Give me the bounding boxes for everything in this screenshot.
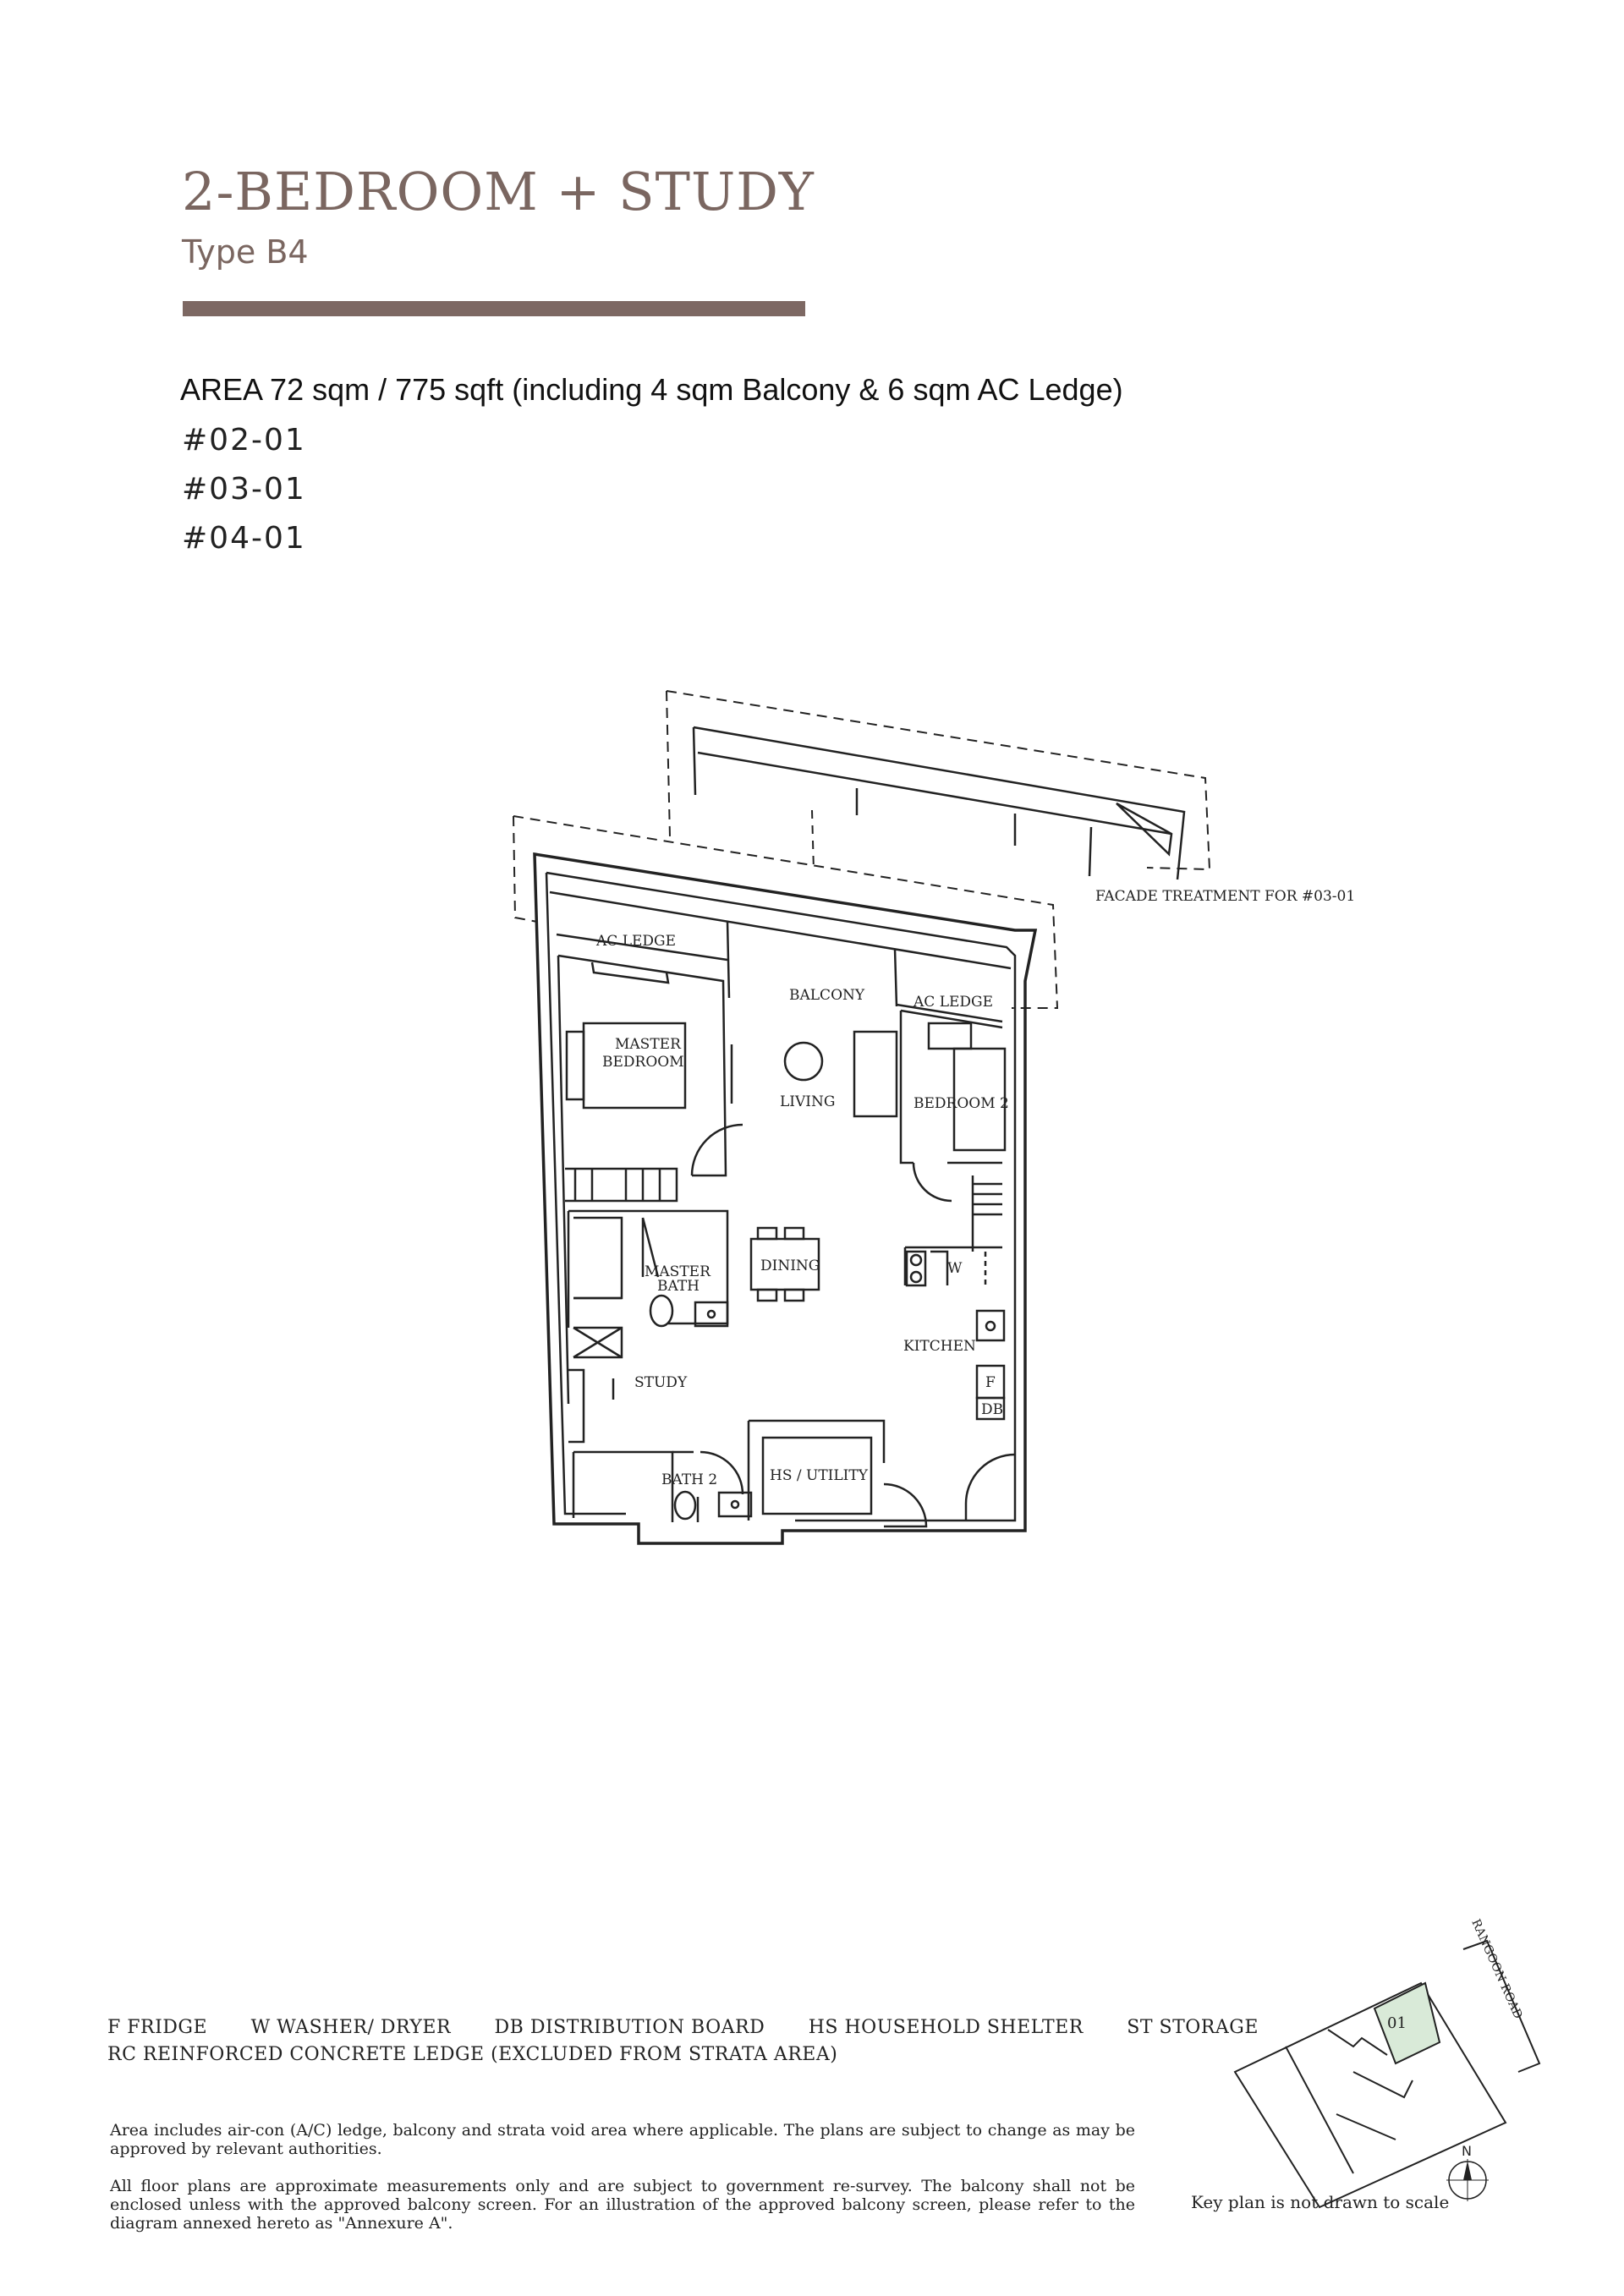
note-area: Area includes air-con (A/C) ledge, balco… bbox=[110, 2121, 1135, 2158]
facade-note: FACADE TREATMENT FOR #03-01 bbox=[1095, 888, 1355, 905]
title-divider bbox=[183, 301, 805, 316]
key-plan: 01 RANGOON ROAD bbox=[1233, 1917, 1541, 2209]
unit-type: Type B4 bbox=[182, 233, 309, 271]
area-summary: AREA 72 sqm / 775 sqft (including 4 sqm … bbox=[180, 372, 1123, 407]
legend-fridge: F FRIDGE bbox=[107, 2017, 208, 2038]
legend-hs: HS HOUSEHOLD SHELTER bbox=[808, 2017, 1084, 2038]
legend-line-2: RC REINFORCED CONCRETE LEDGE (EXCLUDED F… bbox=[107, 2044, 838, 2065]
ac-ledge-right-label: AC LEDGE bbox=[913, 994, 993, 1011]
unit-number-3: #04-01 bbox=[182, 521, 306, 556]
master-bath-label-2: BATH bbox=[657, 1278, 700, 1295]
page-title: 2-BEDROOM + STUDY bbox=[182, 161, 815, 222]
washer-label: W bbox=[947, 1260, 963, 1277]
fridge-label: F bbox=[985, 1374, 996, 1391]
north-label: N bbox=[1462, 2143, 1472, 2159]
kitchen-label: KITCHEN bbox=[903, 1338, 976, 1355]
bath2-label: BATH 2 bbox=[661, 1471, 717, 1488]
master-bath-label-1: MASTER bbox=[645, 1263, 711, 1280]
north-compass-icon: N bbox=[1446, 2143, 1489, 2201]
master-bedroom-label-2: BEDROOM bbox=[602, 1054, 684, 1071]
study-label: STUDY bbox=[634, 1374, 688, 1391]
note-measurements: All floor plans are approximate measurem… bbox=[110, 2177, 1135, 2233]
legend-st: ST STORAGE bbox=[1127, 2017, 1259, 2038]
master-bedroom-label-1: MASTER bbox=[615, 1036, 682, 1053]
dining-label: DINING bbox=[760, 1258, 820, 1274]
road-label: RANGOON ROAD bbox=[1468, 1917, 1524, 2021]
legend-washer: W WASHER/ DRYER bbox=[250, 2017, 452, 2038]
hs-utility-label: HS / UTILITY bbox=[770, 1467, 869, 1484]
legend-line-1: F FRIDGE W WASHER/ DRYER DB DISTRIBUTION… bbox=[107, 2017, 1296, 2038]
db-label: DB bbox=[981, 1401, 1003, 1418]
ac-ledge-left-label: AC LEDGE bbox=[595, 933, 676, 950]
bedroom2-label: BEDROOM 2 bbox=[914, 1095, 1009, 1112]
unit-01-highlight bbox=[1373, 1981, 1441, 2065]
balcony-label: BALCONY bbox=[789, 987, 865, 1004]
legend-db: DB DISTRIBUTION BOARD bbox=[494, 2017, 765, 2038]
floor-plan: FACADE TREATMENT FOR #03-01 AC LEDGE BAL… bbox=[513, 690, 1355, 1545]
unit-number-1: #02-01 bbox=[182, 423, 306, 458]
living-label: LIVING bbox=[780, 1093, 835, 1110]
keyplan-unit-label: 01 bbox=[1387, 2014, 1407, 2032]
unit-number-2: #03-01 bbox=[182, 472, 306, 507]
keyplan-note: Key plan is not drawn to scale bbox=[1191, 2192, 1450, 2212]
